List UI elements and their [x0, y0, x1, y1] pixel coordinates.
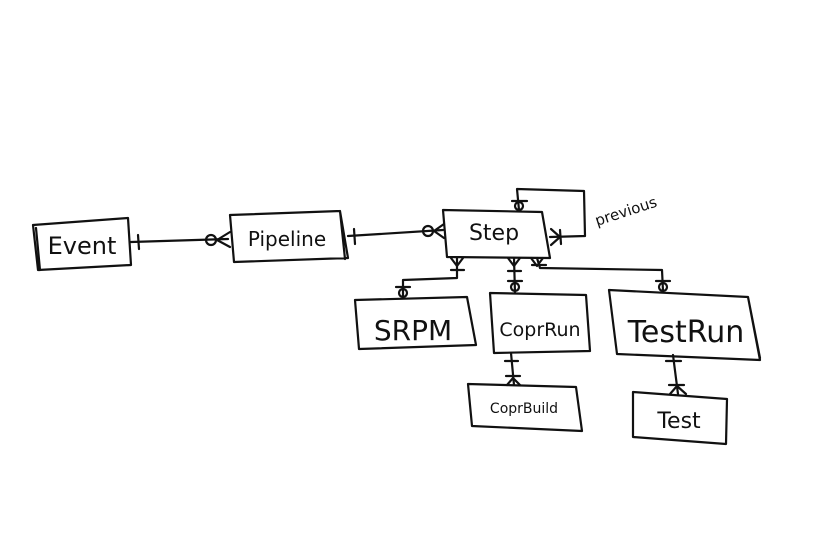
relation-step-srpm	[394, 256, 466, 300]
relation-pipeline-step	[346, 222, 446, 246]
relation-label-previous: previous	[593, 193, 660, 230]
entity-event-label: Event	[48, 232, 117, 260]
relation-line	[129, 237, 230, 244]
cardinality-one-icon	[136, 233, 141, 251]
relation-copr-run-copr-build	[503, 351, 522, 387]
entity-srpm-label: SRPM	[374, 314, 452, 347]
entity-copr-build-box	[466, 382, 584, 433]
crowfoot-many-icon	[506, 256, 522, 268]
entity-srpm[interactable]: SRPM	[353, 295, 478, 351]
relation-event-pipeline	[129, 230, 232, 251]
cardinality-zero-icon	[657, 281, 669, 293]
entity-srpm-box	[353, 295, 478, 351]
crowfoot-many-icon	[215, 230, 232, 249]
entity-event[interactable]: Event	[31, 216, 133, 272]
entity-copr-run-box	[488, 291, 592, 355]
entity-test-box	[631, 390, 729, 446]
cardinality-one-icon	[558, 228, 563, 246]
relation-line	[346, 228, 445, 238]
crowfoot-many-icon	[449, 256, 465, 268]
relation-line	[401, 256, 459, 300]
entity-copr-build-label: CoprBuild	[490, 401, 558, 417]
entity-copr-run-label: CoprRun	[499, 319, 580, 341]
relation-test-run-test	[664, 353, 688, 396]
entity-test-run[interactable]: TestRun	[607, 288, 762, 362]
cardinality-zero-icon	[397, 287, 409, 299]
relation-step-copr-run	[506, 256, 524, 295]
cardinality-one-icon	[352, 227, 357, 246]
relation-line	[515, 187, 587, 239]
relation-line	[512, 256, 517, 295]
entity-step-box	[441, 208, 552, 260]
relation-step-previous: previous	[510, 187, 660, 247]
cardinality-zero-icon	[509, 281, 521, 293]
relation-step-test-run	[529, 256, 672, 293]
entity-pipeline-label: Pipeline	[248, 227, 326, 251]
entity-pipeline-box	[228, 209, 350, 264]
crowfoot-many-icon	[505, 376, 522, 387]
entity-copr-run[interactable]: CoprRun	[488, 291, 592, 355]
crowfoot-many-icon	[668, 384, 688, 396]
entity-test-run-label: TestRun	[627, 315, 745, 350]
entity-step-label: Step	[469, 221, 519, 246]
crowfoot-many-icon	[432, 222, 446, 240]
entity-test[interactable]: Test	[631, 390, 729, 446]
relation-line	[535, 256, 665, 293]
entity-test-run-box	[607, 288, 762, 362]
entity-pipeline[interactable]: Pipeline	[228, 209, 350, 264]
entity-test-label: Test	[656, 409, 701, 434]
entity-event-box	[31, 216, 133, 272]
entity-copr-build[interactable]: CoprBuild	[466, 382, 584, 433]
entity-step[interactable]: Step	[441, 208, 552, 260]
